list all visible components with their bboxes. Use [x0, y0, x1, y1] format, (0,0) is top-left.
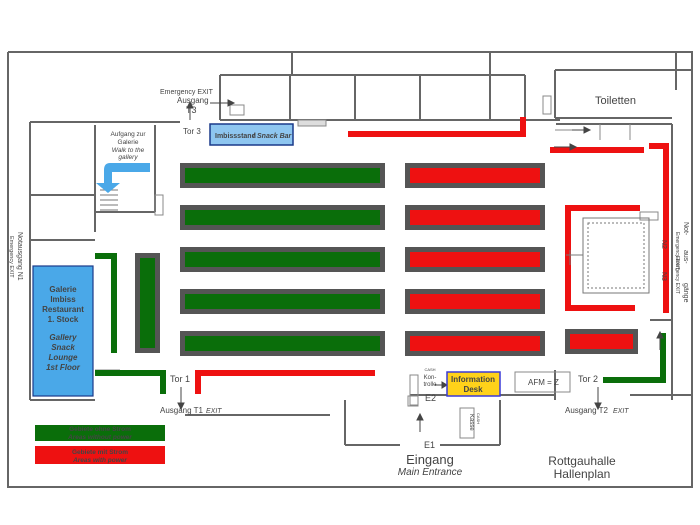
kontrolle-label: Kon- [424, 375, 437, 381]
galerie-en-line: Snack [51, 343, 75, 352]
tor3-label: Tor 3 [183, 127, 201, 136]
walk-to-gallery-label: gallery [118, 154, 138, 161]
snack-bar-box [209, 123, 294, 146]
galerie-labels-en: Gallery Snack Lounge 1st Floor [46, 333, 81, 372]
wall-stand-no-power [160, 370, 166, 394]
exit-t2-label: EXIT [613, 408, 629, 415]
wall-stands [95, 117, 669, 394]
walk-to-gallery-arrow [96, 163, 150, 193]
legend-de-no-power: Gebiete ohne Strom [69, 426, 131, 433]
hallenplan-title: Hallenplan [554, 467, 611, 481]
kontrolle-label: trolle [423, 382, 437, 388]
walk-to-gallery-label: Walk to the [112, 147, 145, 154]
wall-stand-power [195, 370, 375, 376]
galerie-en-line: Lounge [49, 353, 78, 362]
stand-row-no-power [185, 252, 380, 267]
legend-swatch-power [35, 446, 165, 464]
wall-stand-no-power [95, 253, 117, 259]
wall-stand-no-power [95, 370, 165, 376]
stand-row-power [410, 336, 540, 351]
galerie-de-line: Imbiss [50, 295, 76, 304]
ausgang-t1-label: Ausgang T1 [160, 406, 204, 415]
snack-bar-label-en: Snack Bar [257, 133, 293, 140]
information-desk-label: Desk [463, 385, 483, 394]
toiletten-label: Toiletten [595, 95, 636, 107]
n3-label: N3 [660, 272, 667, 281]
e1-label: E1 [424, 440, 435, 450]
stand-row-power [410, 210, 540, 225]
tor1-label: Tor 1 [170, 374, 190, 384]
snack-bar-label-sep: / [253, 133, 255, 140]
stand-row-power [570, 334, 633, 349]
stand-row-no-power [185, 294, 380, 309]
tor2-label: Tor 2 [578, 374, 598, 384]
wall-stand-power [565, 305, 635, 311]
wall-stand-no-power [111, 253, 117, 353]
not-en-label: Emergency EXIT [674, 232, 680, 270]
wall-stand-power [649, 143, 669, 149]
eingang-label: Eingang [406, 452, 454, 467]
legend-de-power: Gebiete mit Strom [72, 449, 128, 456]
notausgang-n1-label: Notausgang N1 [16, 232, 23, 281]
ausgang-t2-label: Ausgang T2 [565, 406, 609, 415]
wall-stand-power [550, 147, 644, 153]
stand-row-power [410, 168, 540, 183]
kasse-label: Kasse [468, 414, 474, 431]
legend-en-no-power: Areas without power [67, 434, 132, 441]
galerie-de-line: 1. Stock [48, 315, 79, 324]
not-en-label: Emergency EXIT [674, 256, 680, 294]
legend-en-power: Areas with power [72, 457, 127, 464]
wall-stand-power [663, 143, 669, 313]
stairs [100, 189, 118, 211]
hallenplan-title: Rottgauhalle [548, 454, 616, 468]
galerie-block [32, 265, 94, 397]
galerie-en-line: 1st Floor [46, 363, 81, 372]
t3-label: T3 [186, 105, 197, 115]
exit-t1-label: EXIT [206, 408, 222, 415]
emergency-exit-label: Emergency EXIT [160, 89, 214, 96]
stand-row-power [410, 252, 540, 267]
wall-stand-power [195, 370, 201, 394]
main-entrance-label: Main Entrance [398, 467, 463, 478]
arrows [177, 99, 664, 432]
wall-stand-power [348, 131, 520, 137]
galerie-de-line: Restaurant [42, 305, 84, 314]
information-desk-label: Information [451, 375, 495, 384]
stand-rows [135, 163, 638, 356]
kasse-cash: CASH [476, 413, 481, 424]
stand-row-no-power [185, 336, 380, 351]
ausgang-t3-label: Ausgang [177, 96, 209, 105]
legend-swatch-no-power [35, 425, 165, 441]
wall-stand-power [565, 205, 640, 211]
n2-label: N2 [660, 240, 667, 249]
wall-stand-power [520, 117, 526, 137]
snack-bar-label-de: Imbissstand [215, 133, 256, 140]
wall-stand-no-power [660, 333, 666, 377]
stand-col-no-power [140, 258, 155, 348]
stand-row-no-power [185, 168, 380, 183]
galerie-labels-de: Galerie Imbiss Restaurant 1. Stock [42, 285, 84, 324]
not-label: aus- [682, 250, 689, 264]
aufgang-label: Aufgang zur [110, 131, 146, 138]
notausgang-n1-en-label: Emergency EXIT [8, 236, 14, 278]
kontrolle-cash: CASH [424, 367, 435, 372]
booth-room [566, 217, 650, 294]
afm-label: AFM = Z [528, 378, 559, 387]
stand-row-no-power [185, 210, 380, 225]
not-label: Not- [682, 222, 689, 236]
legend: Gebiete ohne Strom Areas without power G… [35, 425, 165, 464]
galerie-en-line: Gallery [49, 333, 77, 342]
stand-row-power [410, 294, 540, 309]
aufgang-label: Galerie [118, 139, 139, 146]
information-desk [446, 371, 501, 397]
galerie-de-line: Galerie [49, 285, 77, 294]
not-label: gänge [682, 283, 689, 303]
e2-label: E2 [425, 393, 436, 403]
wall-stand-power [565, 205, 571, 310]
wall-stand-no-power [603, 377, 666, 383]
